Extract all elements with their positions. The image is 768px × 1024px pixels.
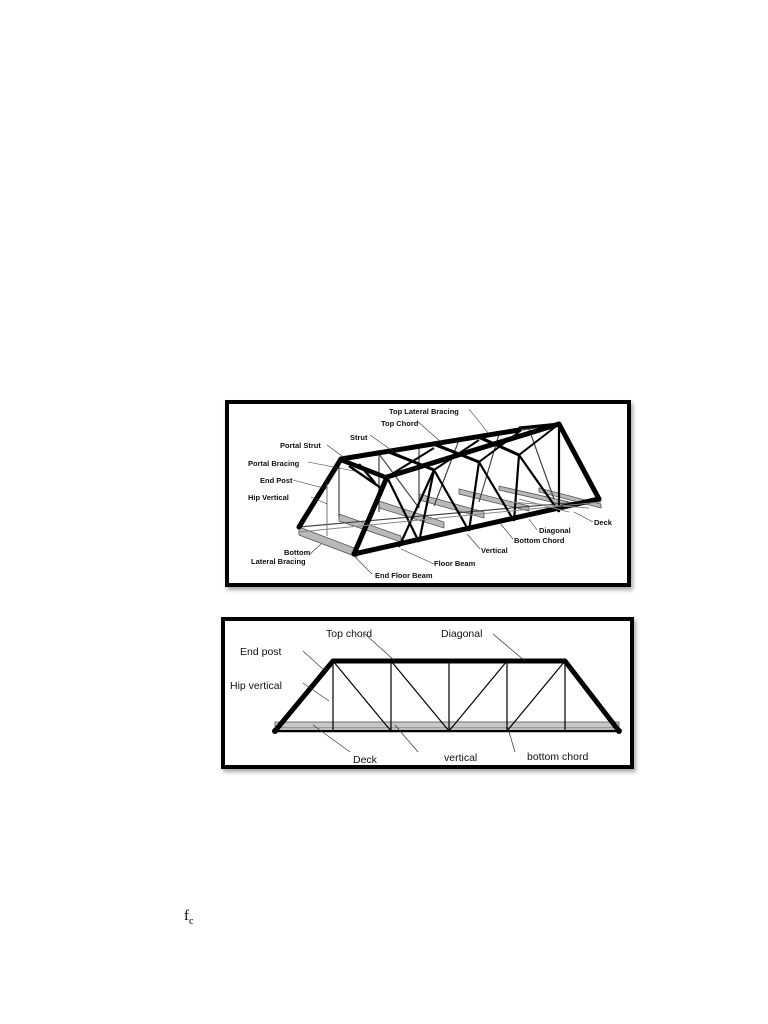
truss-bridge-3d-drawing: Top Lateral Bracing Top Chord Strut Port… (248, 407, 613, 580)
joints (272, 728, 622, 734)
label-top-chord: Top Chord (381, 419, 419, 428)
label-deck: Deck (353, 754, 378, 765)
label-deck: Deck (594, 518, 613, 527)
label-end-post: End Post (260, 476, 293, 485)
formula-base: f (184, 908, 189, 924)
label-diagonal: Diagonal (441, 628, 482, 640)
near-web-members (386, 424, 561, 548)
label-strut: Strut (350, 433, 368, 442)
label-top-lateral-bracing: Top Lateral Bracing (389, 407, 459, 416)
label-bottom-chord: Bottom Chord (514, 536, 565, 545)
label-hip-vertical: Hip Vertical (248, 493, 289, 502)
label-floor-beam: Floor Beam (434, 559, 476, 568)
deck (274, 721, 620, 729)
formula-subscript: c (189, 916, 194, 927)
formula-symbol: fc (184, 908, 193, 927)
label-end-post: End post (240, 646, 282, 658)
joints (351, 496, 602, 557)
diagonals (332, 660, 566, 732)
top-chord-and-end-posts (272, 658, 622, 734)
portal-bracing (340, 459, 388, 490)
leader-lines (292, 408, 594, 575)
leader-lines (302, 633, 526, 753)
truss-bridge-3d-diagram: Top Lateral Bracing Top Chord Strut Port… (225, 400, 631, 587)
deck-stringers (298, 498, 602, 533)
label-bottom-lateral-bracing-line2: Lateral Bracing (251, 557, 306, 566)
label-vertical: Vertical (481, 546, 508, 555)
label-portal-strut: Portal Strut (280, 441, 321, 450)
label-vertical: vertical (444, 752, 477, 764)
label-hip-vertical: Hip vertical (230, 680, 282, 692)
label-diagonal: Diagonal (539, 526, 571, 535)
label-bottom-chord: bottom chord (527, 751, 588, 763)
label-top-chord: Top chord (326, 628, 372, 640)
label-bottom-lateral-bracing-line1: Bottom (284, 548, 311, 557)
label-end-floor-beam: End Floor Beam (375, 571, 433, 580)
truss-elevation-drawing: Top chord Diagonal End post Hip vertical… (230, 628, 622, 765)
truss-elevation-diagram: Top chord Diagonal End post Hip vertical… (221, 617, 634, 769)
label-portal-bracing: Portal Bracing (248, 459, 300, 468)
verticals (332, 661, 566, 731)
